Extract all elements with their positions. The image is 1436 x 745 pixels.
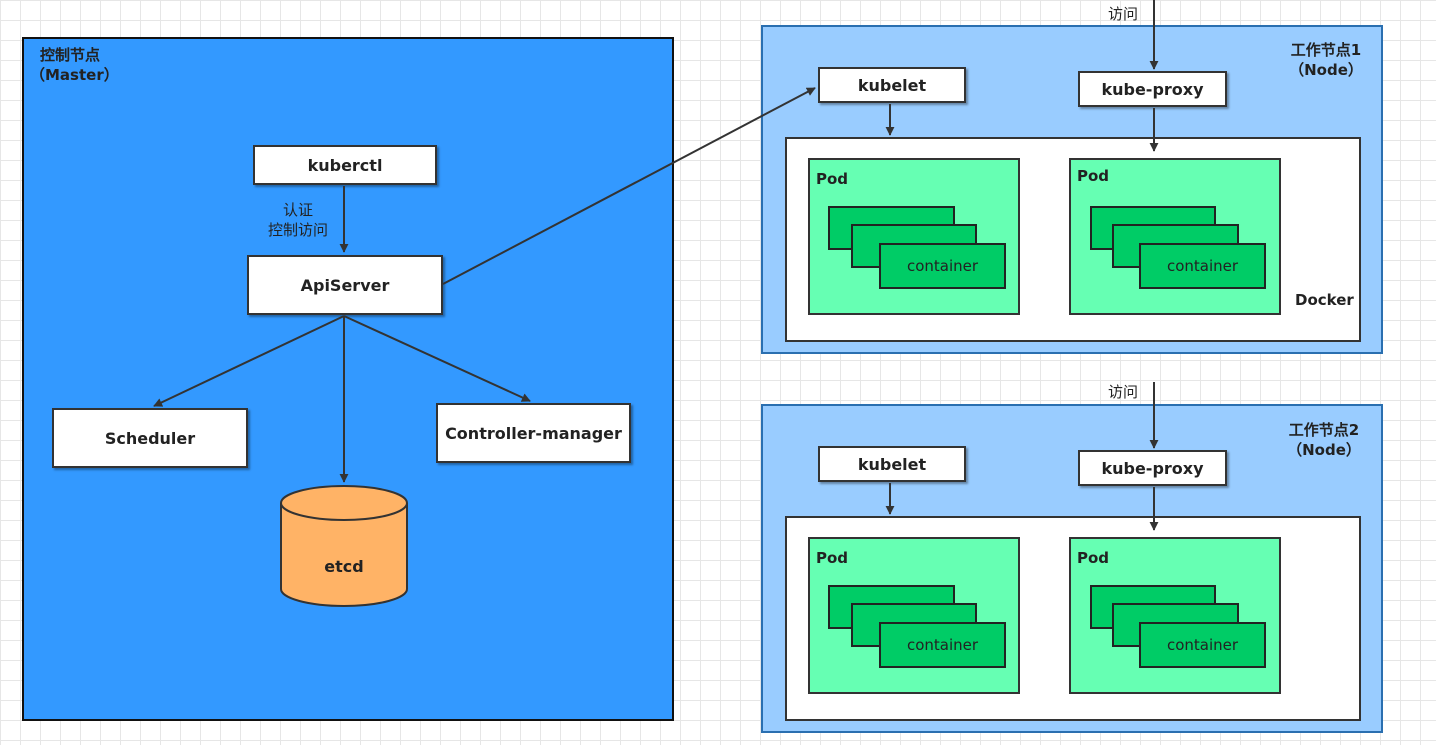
worker-node-2-kube-proxy-box[interactable]: kube-proxy xyxy=(1078,450,1227,486)
worker-node-2-kubelet-box[interactable]: kubelet xyxy=(818,446,966,482)
worker-node-1-kube-proxy-box[interactable]: kube-proxy xyxy=(1078,71,1227,107)
container-front[interactable]: container xyxy=(1139,243,1266,289)
etcd-label: etcd xyxy=(324,557,363,576)
worker-node-1-subtitle-text: （Node） xyxy=(1289,61,1363,79)
pod-label: Pod xyxy=(816,549,849,567)
master-subtitle-text: （Master） xyxy=(30,66,119,84)
master-title-text: 控制节点 xyxy=(39,46,100,64)
worker-node-2-title: 工作节点2 （Node） xyxy=(1272,420,1376,460)
arrow-apiserver-to-kubelet xyxy=(442,87,816,285)
etcd-cylinder[interactable]: etcd xyxy=(280,485,408,607)
arrow-apiserver-to-scheduler xyxy=(153,315,345,407)
worker-node-1-kubelet-box[interactable]: kubelet xyxy=(818,67,966,103)
pod-label: Pod xyxy=(1077,167,1110,185)
container-front[interactable]: container xyxy=(879,243,1006,289)
pod-label: Pod xyxy=(1077,549,1110,567)
kuberctl-box[interactable]: kuberctl xyxy=(253,145,437,185)
etcd-cylinder-top xyxy=(280,485,408,521)
controller-manager-box[interactable]: Controller-manager xyxy=(436,403,631,463)
scheduler-box[interactable]: Scheduler xyxy=(52,408,248,468)
worker-node-2-title-text: 工作节点2 xyxy=(1288,421,1360,439)
auth-label: 认证 控制访问 xyxy=(255,200,341,240)
pod-label: Pod xyxy=(816,170,849,188)
worker-node-1-title-text: 工作节点1 xyxy=(1290,41,1362,59)
container-front[interactable]: container xyxy=(1139,622,1266,668)
worker-node-1-docker-label: Docker xyxy=(1295,291,1354,309)
etcd-cylinder-body xyxy=(280,503,408,607)
worker-node-1-access-label: 访问 xyxy=(1107,5,1138,23)
auth-label-line2: 控制访问 xyxy=(267,221,328,239)
worker-node-2-access-label: 访问 xyxy=(1107,383,1138,401)
container-front[interactable]: container xyxy=(879,622,1006,668)
auth-label-line1: 认证 xyxy=(282,201,313,219)
arrow-apiserver-to-controller xyxy=(343,315,531,402)
master-title: 控制节点 （Master） xyxy=(30,45,119,85)
worker-node-1-title: 工作节点1 （Node） xyxy=(1278,40,1374,80)
worker-node-2-subtitle-text: （Node） xyxy=(1287,441,1361,459)
apiserver-box[interactable]: ApiServer xyxy=(247,255,443,315)
